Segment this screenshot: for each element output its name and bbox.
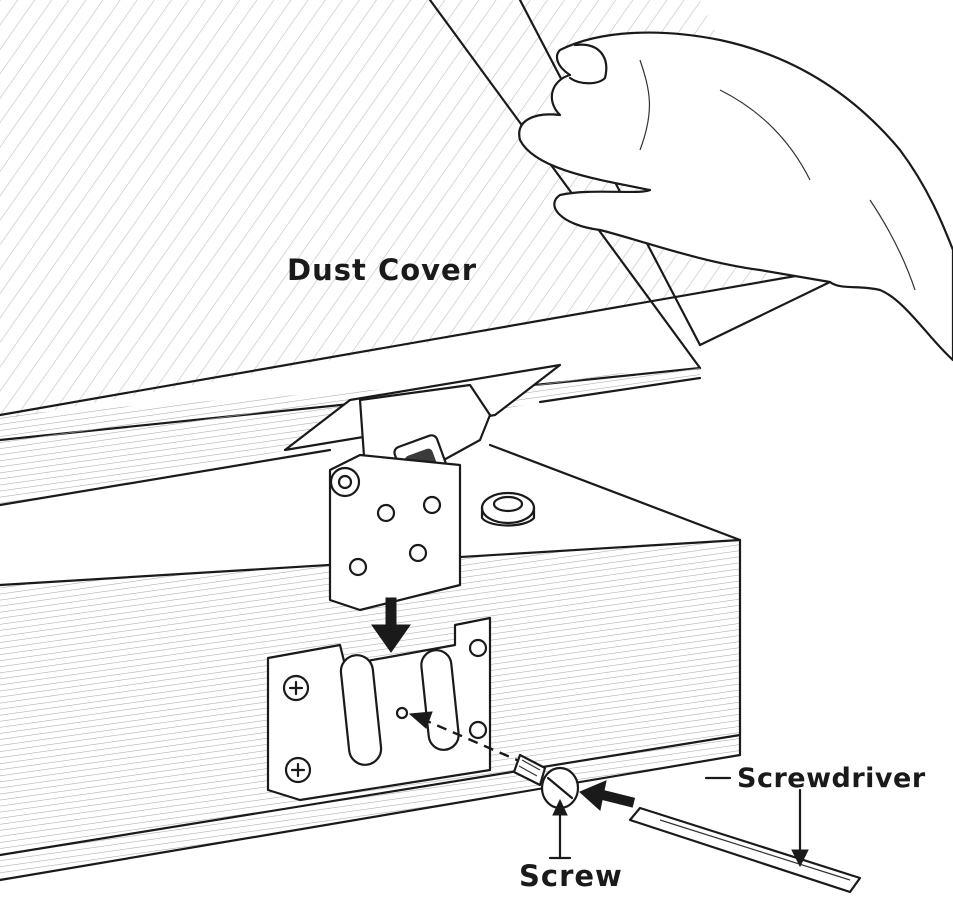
screw-label: Screw (519, 859, 623, 893)
dust-cover-label: Dust Cover (287, 253, 478, 287)
lower-hinge-plate (266, 616, 492, 802)
screwdriver-label: Screwdriver (737, 763, 926, 794)
screwdriver (628, 806, 862, 894)
upper-hinge (283, 363, 562, 612)
hand-illustration (518, 31, 953, 362)
push-arrow (579, 780, 636, 811)
leader-lines (548, 776, 809, 868)
spacer-ring (480, 491, 536, 527)
down-arrow (371, 597, 411, 653)
